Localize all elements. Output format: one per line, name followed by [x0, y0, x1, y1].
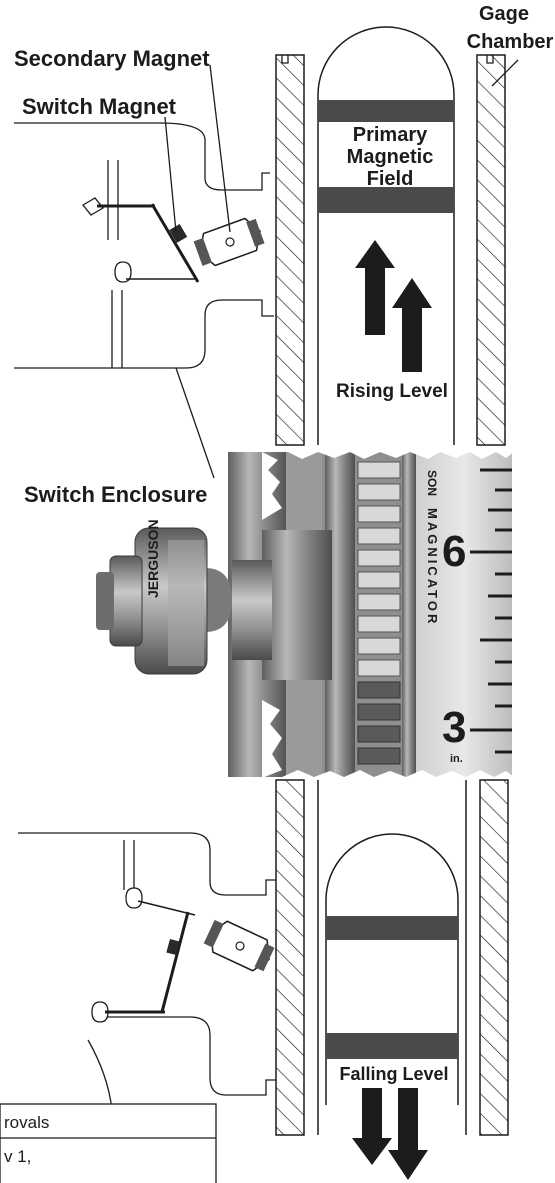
indicator-flags [357, 461, 401, 765]
scale-number-6: 6 [442, 527, 466, 576]
primary-magnet-band-bottom-upper [326, 916, 458, 940]
approvals-header: rovals [4, 1113, 49, 1132]
label-gage-chamber-1: Gage [479, 3, 529, 25]
secondary-magnet-bottom [203, 919, 275, 972]
indicator-photo: SON MAGNICATOR 6 3 in. JERGUSON [96, 452, 514, 778]
scale-vertical-text: MAGNICATOR [425, 508, 440, 626]
switch-enclosure-outline-top [14, 122, 274, 369]
label-primary-field-2: Magnetic [347, 146, 434, 168]
approvals-row-1: v 1, [4, 1147, 31, 1166]
falling-arrows [352, 1088, 428, 1180]
gage-chamber-right-wall-top [476, 54, 506, 446]
rising-arrows [355, 240, 432, 372]
secondary-magnet-top [193, 217, 265, 267]
switch-mechanism-bottom [91, 887, 196, 1023]
scale-ticks [470, 468, 512, 754]
primary-magnet-band-lower [318, 187, 454, 213]
switch-brand: JERGUSON [145, 519, 161, 598]
label-primary-field-1: Primary [353, 124, 428, 146]
switch-enclosure-outline-bottom [18, 832, 276, 1111]
label-primary-field-3: Field [367, 168, 414, 190]
switch-magnet-block [169, 223, 188, 243]
scale-unit: in. [450, 753, 463, 765]
primary-magnet-band-upper [318, 100, 454, 122]
primary-magnet-band-bottom-lower [326, 1033, 458, 1059]
float-bottom [325, 833, 459, 1105]
chamber-inner-lines-bottom [317, 780, 467, 1135]
approvals-table: rovals v 1, [0, 1103, 217, 1183]
gage-chamber-left-wall-top [275, 54, 305, 446]
leader-lines-top [164, 59, 519, 233]
label-switch-enclosure: Switch Enclosure [24, 482, 207, 507]
label-secondary-magnet: Secondary Magnet [14, 46, 210, 71]
label-gage-chamber-2: Chamber [467, 31, 554, 53]
label-rising-level: Rising Level [336, 381, 448, 402]
label-falling-level: Falling Level [339, 1064, 448, 1084]
gage-chamber-right-wall-bottom [479, 779, 509, 1136]
scale-top-text: SON [425, 470, 439, 496]
scale-number-3: 3 [442, 703, 466, 752]
magnicator-scale [416, 452, 512, 777]
gage-chamber-left-wall-bottom [275, 779, 305, 1136]
label-switch-magnet: Switch Magnet [22, 94, 177, 119]
switch-enclosure-leader [175, 367, 215, 479]
switch-mechanism-top [82, 197, 200, 283]
